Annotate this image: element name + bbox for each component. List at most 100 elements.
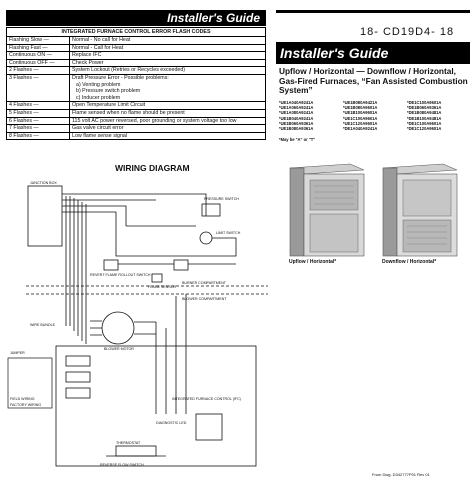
model-number: *UE1C100A9601A [343,115,378,121]
label-rollout-switch: REVERT FLAME ROLLOUT SWITCH [90,273,151,277]
flash-code-row: 3 Flashes —Draft Pressure Error - Possib… [6,73,266,103]
thermostat-terminals [115,445,157,457]
flash-code-row: 7 Flashes —Gas valve circuit error [6,124,266,133]
flash-code-description: Normal - Call for Heat [69,43,266,53]
upflow-furnace-illustration [289,163,365,257]
model-number: *DE1C120A9601A [407,126,442,132]
label-ifc: INTEGRATED FURNACE CONTROL (IFC) [172,397,241,401]
label-diagnostic-led: DIAGNOSTIC LED [156,421,187,425]
flash-code-row: Flashing Fast —Normal - Call for Heat [6,43,266,53]
left-header-bar: Installer's Guide [6,10,266,26]
flash-code-description: System Lockout (Retries or Recycles exce… [69,66,266,75]
model-number: *UE1A060A9241A [279,105,314,111]
flash-code-description: Check Power [69,58,266,68]
description-line: Open Temperature Limit Circuit [72,102,146,109]
flash-code-description: Open Temperature Limit Circuit [69,101,266,110]
flash-code: 3 Flashes — [6,73,70,103]
flash-code: Continuous OFF — [6,58,70,68]
flash-code-description: Gas valve circuit error [69,124,266,133]
flash-code: 8 Flashes — [6,131,70,141]
description-line: Normal - No call for Heat [72,37,131,43]
flash-code-row: Flashing Slow —Normal - No call for Heat [6,36,266,45]
product-title: Upflow / Horizontal — Downflow / Horizon… [279,66,468,95]
flash-code: Flashing Fast — [6,43,70,53]
flash-code-row: Continuous ON —Replace IFC [6,51,266,60]
wiring-legend-box [7,357,53,409]
pressure-switch [201,203,221,217]
flash-code-description: Draft Pressure Error - Possible problems… [69,73,266,103]
model-number: *DE1B100A9481A [407,115,442,121]
label-burner-compartment: BURNER COMPARTMENT [182,281,227,285]
model-number: *UE1A080A9241A [279,110,314,116]
flash-code: 7 Flashes — [6,124,70,133]
model-number: *DE1B060A9361A [407,105,442,111]
label-blower-motor: BLOWER MOTOR [104,347,134,351]
flash-code-row: 8 Flashes —Low flame sense signal [6,131,266,141]
model-number: *UE1C120A9601A [343,120,378,126]
label-pressure-switch: PRESSURE SWITCH [204,197,239,201]
description-line: b) Pressure switch problem [76,88,141,95]
model-number: *UE1B060A9361A [279,120,314,126]
flash-code: 6 Flashes — [6,116,70,126]
flash-codes-title: INTEGRATED FURNACE CONTROL ERROR FLASH C… [6,27,266,37]
model-number: *DE1B080A9481A [407,110,442,116]
description-line: 115 volt AC power reversed, poor groundi… [72,117,237,124]
description-line: Draft Pressure Error - Possible problems… [72,74,169,81]
limit-switch [199,231,213,245]
flash-code-row: Continuous OFF —Check Power [6,58,266,68]
flash-code-description: Flame sensed when no flame should be pre… [69,108,266,118]
model-list: *UE1A040A9241A*UE1B080A9421A*DE1C100A960… [279,100,471,131]
model-number: *UE1B080A9361A [279,126,314,132]
flash-code-row: 2 Flashes —System Lockout (Retries or Re… [6,66,266,75]
right-title-bar: Installer's Guide [276,42,470,64]
flash-code-description: 115 volt AC power reversed, poor groundi… [69,116,266,126]
description-line: c) Inducer problem [76,94,121,101]
upflow-caption: Upflow / Horizontal* [289,259,337,265]
right-header-rule [276,10,470,13]
document-number: 18- CD19D4- 18 [360,26,455,38]
label-limit-switch: LIMIT SWITCH [216,231,241,235]
description-line: Check Power [72,59,104,66]
right-header-title: Installer's Guide [280,45,389,61]
label-wire-bundle: WIRE BUNDLE [30,323,56,327]
model-number: *UE1B040A9241A [279,115,314,121]
blower-motor [101,311,135,345]
flash-code: Flashing Slow — [6,36,70,45]
ifc-connector [195,413,223,441]
model-number: *DE1A040A9241A [343,126,378,132]
junction-box [27,185,63,247]
label-thermostat: THERMOSTAT [116,441,141,445]
description-line: Replace IFC [72,52,102,59]
downflow-caption: Downflow / Horizontal* [382,259,437,265]
model-number: *DE1C100A9601A [407,120,442,126]
rollout-switch [103,259,119,271]
flash-code: 5 Flashes — [6,108,70,118]
model-number: *UE1B080A9421A [343,100,378,105]
flash-codes-table: INTEGRATED FURNACE CONTROL ERROR FLASH C… [6,27,266,141]
model-number: *DE1C100A9601A [407,100,442,105]
description-line: Gas valve circuit error [72,125,124,132]
flash-code: 2 Flashes — [6,66,70,75]
flash-code: Continuous ON — [6,51,70,60]
flash-code-row: 5 Flashes —Flame sensed when no flame sh… [6,108,266,118]
model-note: *May be "A" or "T" [279,137,316,142]
description-line: Normal - Call for Heat [72,44,124,51]
downflow-furnace-illustration [382,163,458,257]
description-line: a) Venting problem [76,81,121,88]
rollout-switch-2 [173,259,189,271]
flash-code-row: 4 Flashes —Open Temperature Limit Circui… [6,101,266,110]
label-blower-compartment: BLOWER COMPARTMENT [182,297,227,301]
wiring-diagram: JUNCTION BOX PRESSURE SWITCH LIMIT SWITC… [7,181,268,467]
flash-code-description: Replace IFC [69,51,266,60]
left-header-title: Installer's Guide [167,11,260,25]
flash-code-row: 6 Flashes —115 volt AC power reversed, p… [6,116,266,126]
label-junction-box: JUNCTION BOX [30,181,57,185]
description-line: Flame sensed when no flame should be pre… [72,109,185,116]
model-number: *UE1B100A9601A [343,110,378,116]
label-factory-wiring: FACTORY WIRING [10,403,41,407]
label-reverse-flow: REVERSE FLOW SWITCH [100,463,144,467]
label-field-wiring: FIELD WIRING [10,397,35,401]
description-line: System Lockout (Retries or Recycles exce… [72,67,186,74]
label-jumper: JUMPER [10,351,25,355]
flash-code-description: Normal - No call for Heat [69,36,266,45]
